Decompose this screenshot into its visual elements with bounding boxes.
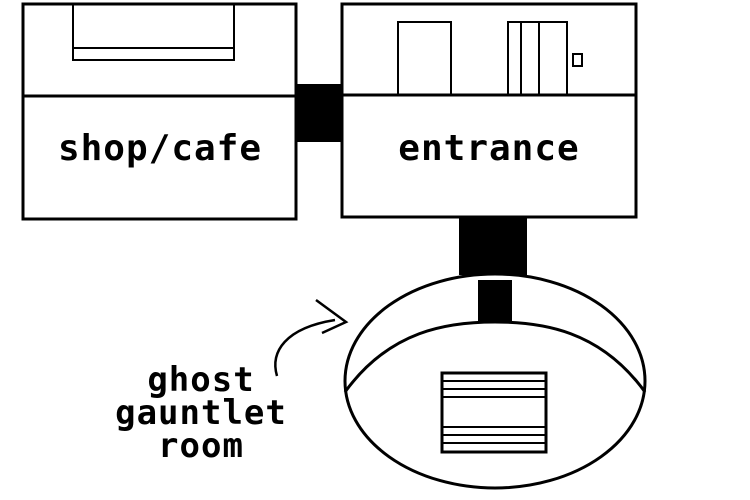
door-icon <box>397 21 452 95</box>
shop-cafe-outline <box>21 2 298 221</box>
double-door-icon <box>507 21 583 95</box>
corridor-entrance-gauntlet <box>459 217 527 275</box>
entrance-label: entrance <box>398 128 580 169</box>
entrance-outline <box>340 2 638 219</box>
entrance-room <box>340 2 638 219</box>
counter-icon <box>72 4 235 61</box>
ghost-gauntlet-label-line-2: gauntlet <box>115 393 287 433</box>
ghost-gauntlet-label-line-1: ghost <box>147 360 255 400</box>
grate-icon <box>440 371 548 454</box>
shop-cafe-room <box>21 2 298 221</box>
curved-arrow-icon <box>274 298 349 377</box>
gauntlet-entry-passage <box>478 280 512 323</box>
shop-cafe-label: shop/cafe <box>57 128 263 169</box>
ghost-gauntlet-label: ghost gauntlet room <box>96 360 306 466</box>
ghost-gauntlet-room <box>343 272 647 490</box>
door-handle-icon <box>572 53 583 67</box>
corridor-shop-entrance <box>296 84 342 142</box>
ghost-gauntlet-label-line-3: room <box>158 426 244 466</box>
